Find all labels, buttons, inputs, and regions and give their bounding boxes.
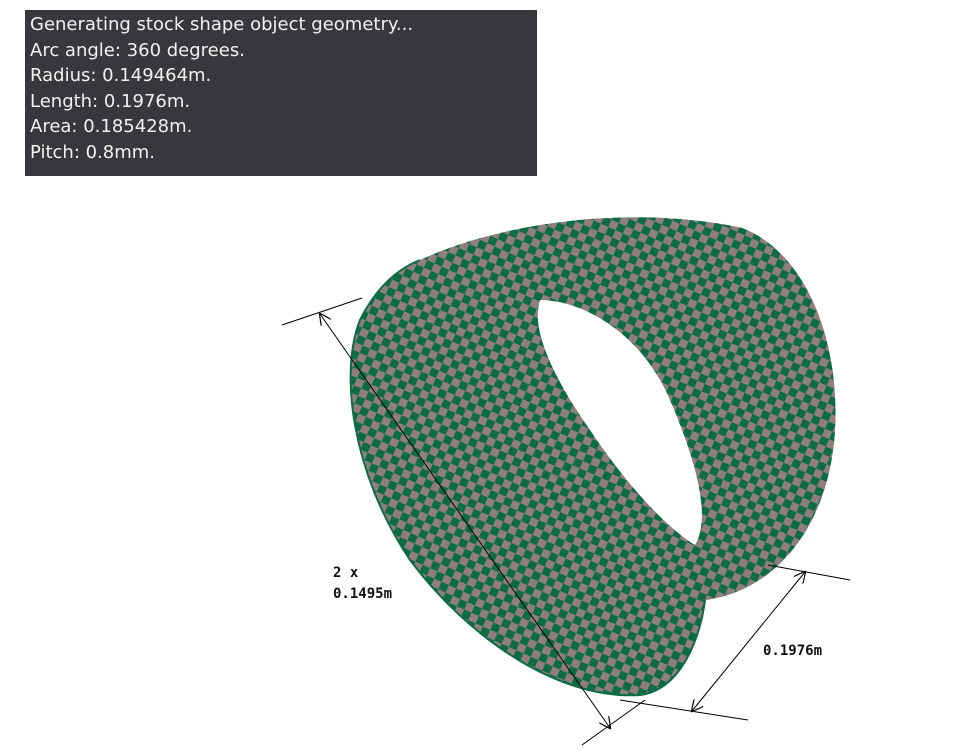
length-extension-right [767,564,851,581]
diameter-extension-top [281,297,363,326]
status-message: Generating stock shape object geometry..… [30,14,414,35]
pitch-readout: Pitch: 0.8mm. [30,141,156,163]
diameter-extension-bottom [581,699,646,746]
length-extension-left [619,699,749,721]
length-readout: Length: 0.1976m. [30,90,191,112]
diameter-label-line2: 0.1495m [333,586,392,602]
arc-angle-readout: Arc angle: 360 degrees. [30,39,245,61]
status-overlay-panel: Generating stock shape object geometry..… [25,10,537,176]
length-dimension-line [692,572,805,711]
area-readout: Area: 0.185428m. [30,116,193,137]
diameter-label-line1: 2 x [333,565,359,581]
diameter-dimension-line [320,314,610,728]
radius-readout: Radius: 0.149464m. [30,65,212,86]
length-label: 0.1976m [763,643,822,659]
